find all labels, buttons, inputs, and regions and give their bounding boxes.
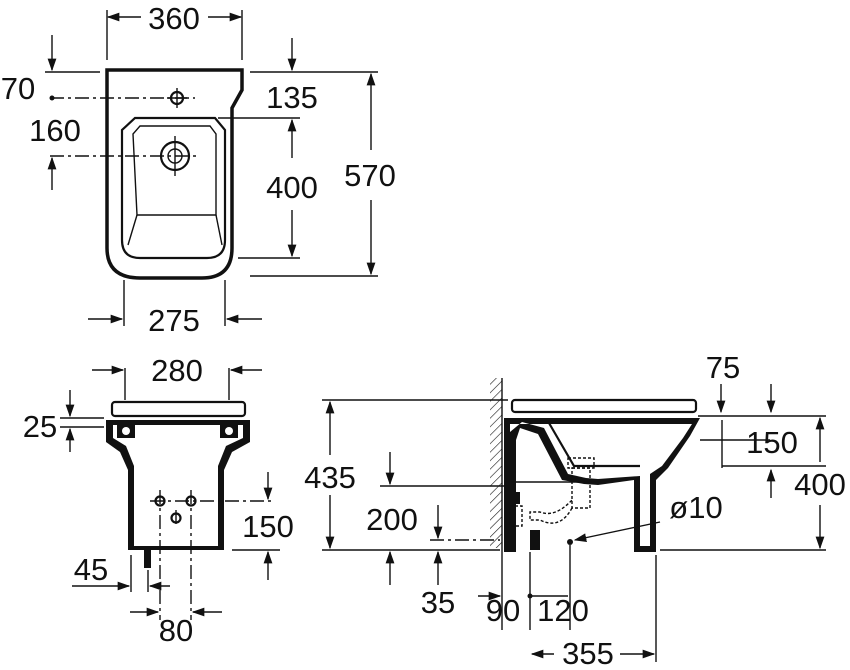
dim-top-570: 570	[344, 158, 396, 193]
dim-side-435: 435	[304, 460, 356, 495]
dim-front-80: 80	[159, 613, 193, 648]
dim-front-150: 150	[242, 509, 294, 544]
dim-side-90: 90	[486, 593, 520, 628]
front-view-lid	[110, 400, 247, 418]
wall-hatch	[490, 378, 502, 548]
dim-side-400: 400	[794, 467, 846, 502]
dim-side-35: 35	[421, 585, 455, 620]
top-view-outline	[105, 68, 244, 280]
fixing-hole-right-icon	[220, 424, 238, 438]
top-view-inner-basin	[120, 116, 227, 260]
dim-side-diameter: ø10	[669, 490, 722, 525]
dim-top-offset-a: 70	[1, 71, 35, 106]
dim-top-135: 135	[266, 80, 318, 115]
dim-top-offset-b: 160	[29, 113, 81, 148]
side-view: 75 150 400 435 200 35 ø10	[304, 350, 846, 670]
dim-top-400: 400	[266, 170, 318, 205]
dim-front-45: 45	[74, 552, 108, 587]
side-view-lid	[510, 398, 698, 414]
front-view: 280 25 150 45 80	[23, 353, 294, 648]
dim-side-355: 355	[562, 636, 614, 670]
fixing-hole-left-icon	[117, 424, 135, 438]
dim-top-bottom-width: 275	[148, 303, 200, 338]
dim-side-150: 150	[746, 425, 798, 460]
supply-points-icon	[150, 490, 275, 620]
waste-outlet-icon	[144, 550, 151, 568]
dim-top-width: 360	[148, 1, 200, 36]
dim-side-200: 200	[366, 502, 418, 537]
top-view: 360 70 160 135 400 570 275	[1, 1, 396, 338]
trap-icon	[506, 457, 595, 550]
dim-side-120: 120	[537, 593, 589, 628]
dim-front-25: 25	[23, 409, 57, 444]
dim-side-75: 75	[706, 350, 740, 385]
dim-front-280: 280	[151, 353, 203, 388]
